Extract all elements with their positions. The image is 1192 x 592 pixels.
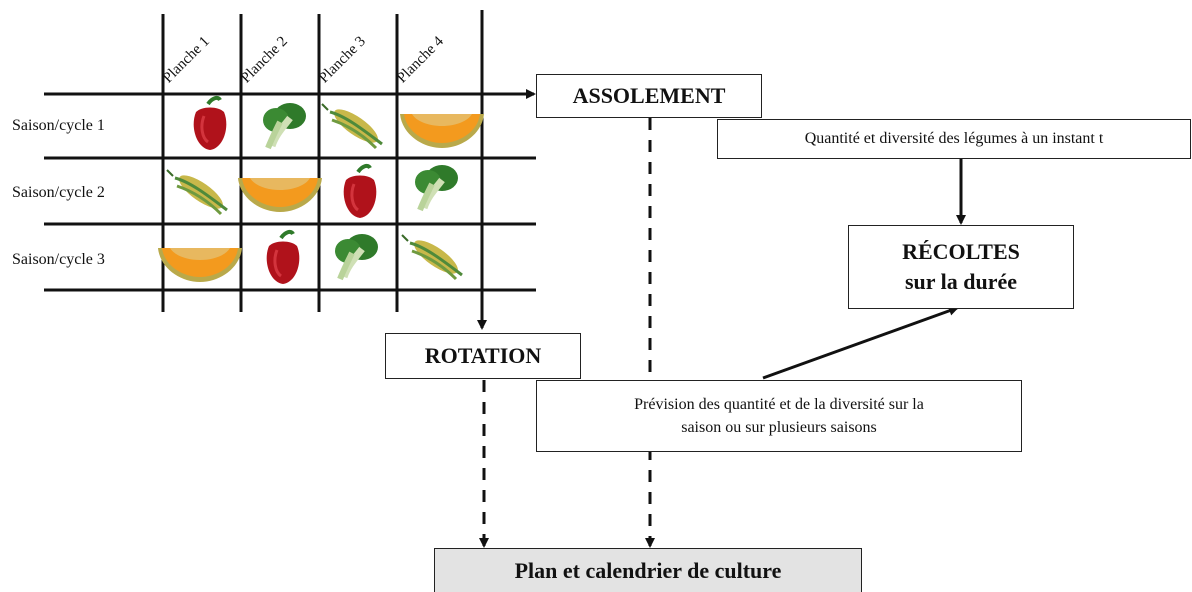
bokchoy-icon [263,103,306,148]
pepper-icon [264,229,302,286]
row-label-saison-3: Saison/cycle 3 [12,251,105,268]
plan-box: Plan et calendrier de culture [434,548,862,592]
quantite-box: Quantité et diversité des légumes à un i… [717,119,1191,159]
recoltes-subtitle: sur la durée [904,269,1018,294]
assolement-box: ASSOLEMENT [536,74,762,118]
prevision-text-line-2: saison ou sur plusieurs saisons [681,419,877,436]
planning-grid [44,14,536,312]
prevision-box: Prévision des quantité et de la diversit… [536,380,1022,452]
melon-icon [238,178,322,212]
recoltes-title: RÉCOLTES [902,239,1020,265]
arrow-prevision-to-recoltes [762,306,959,380]
melon-icon [158,248,242,282]
melon-icon [400,114,484,148]
bokchoy-icon [335,234,378,279]
recoltes-box: RÉCOLTES sur la durée [848,225,1074,309]
pepper-icon [191,95,229,152]
corn-icon [400,233,464,281]
corn-icon [320,102,384,150]
prevision-text-line-1: Prévision des quantité et de la diversit… [634,395,924,413]
bokchoy-icon [415,165,458,210]
corn-icon [165,168,229,216]
row-label-saison-1: Saison/cycle 1 [12,117,105,134]
rotation-box: ROTATION [385,333,581,379]
pepper-icon [341,163,379,220]
grid-cells [158,95,484,286]
row-label-saison-2: Saison/cycle 2 [12,184,105,201]
